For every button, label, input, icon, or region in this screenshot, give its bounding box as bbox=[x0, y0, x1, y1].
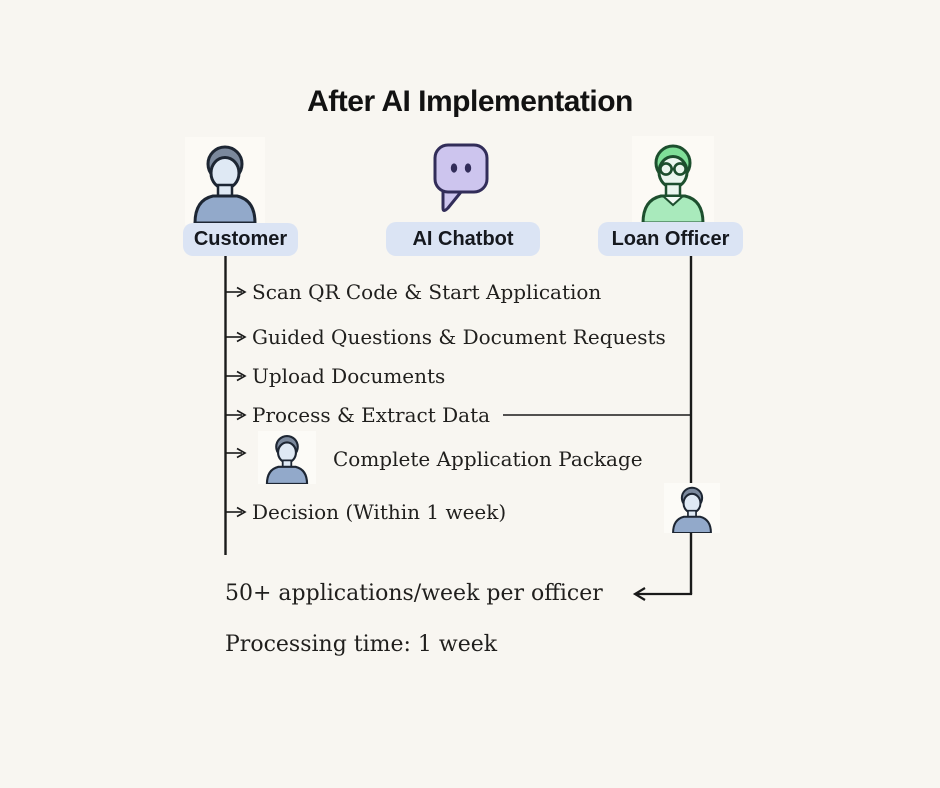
actor-label-customer: Customer bbox=[183, 223, 298, 256]
step-decision: Decision (Within 1 week) bbox=[252, 500, 507, 524]
customer-avatar-icon bbox=[185, 137, 265, 225]
metric-throughput: 50+ applications/week per officer bbox=[225, 581, 603, 606]
actor-label-loan-officer: Loan Officer bbox=[598, 222, 743, 256]
loan-officer-avatar-icon bbox=[632, 136, 714, 225]
package-avatar-icon bbox=[258, 431, 316, 484]
actor-label-chatbot: AI Chatbot bbox=[386, 222, 540, 256]
page-title: After AI Implementation bbox=[307, 85, 633, 118]
branch-arrows bbox=[226, 286, 247, 518]
metric-processing-time: Processing time: 1 week bbox=[225, 632, 498, 657]
chatbot-icon bbox=[428, 140, 494, 220]
handoff-avatar-icon bbox=[664, 483, 720, 533]
throughput-arrow bbox=[632, 587, 693, 601]
actor-label-text: Customer bbox=[193, 228, 288, 250]
step-complete-package: Complete Application Package bbox=[333, 447, 643, 471]
step-guided-questions: Guided Questions & Document Requests bbox=[252, 325, 666, 349]
step-process-extract: Process & Extract Data bbox=[252, 403, 491, 427]
step-upload-documents: Upload Documents bbox=[252, 364, 446, 388]
actor-label-text: AI Chatbot bbox=[412, 227, 514, 250]
step-scan-qr: Scan QR Code & Start Application bbox=[252, 280, 602, 304]
actor-label-text: Loan Officer bbox=[611, 227, 730, 250]
